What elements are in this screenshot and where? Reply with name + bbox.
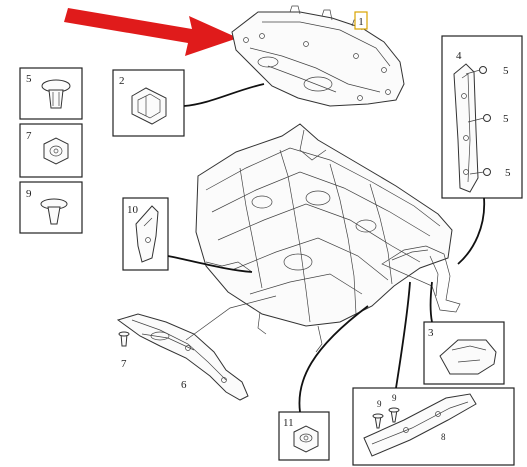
callout-5a: 5 — [503, 65, 509, 77]
clip-nut-icon — [43, 137, 69, 165]
push-pin-icon-9a — [372, 413, 384, 429]
callout-9a: 9 — [377, 399, 382, 409]
box-4-bracket[interactable] — [441, 35, 523, 199]
push-pin-icon — [40, 198, 68, 225]
long-strip-part — [363, 393, 477, 457]
legend-7-label: 7 — [26, 130, 32, 142]
callout-5c: 5 — [505, 167, 511, 179]
red-indicator-arrow — [64, 8, 238, 56]
callout-9b: 9 — [392, 393, 397, 403]
callout-5b: 5 — [503, 113, 509, 125]
vertical-bracket-part — [453, 63, 479, 193]
arrow-icon — [64, 8, 238, 56]
leader-11 — [298, 305, 369, 413]
clip-icon-7 — [118, 331, 130, 347]
front-end-carrier-frame — [195, 123, 461, 353]
callout-2: 2 — [119, 75, 125, 87]
callout-3: 3 — [428, 327, 434, 339]
legend-9-label: 9 — [26, 188, 32, 200]
fastener-icon-4a — [465, 66, 487, 75]
callout-box-1 — [354, 11, 368, 30]
leader-10 — [167, 255, 253, 273]
leader-2 — [183, 83, 265, 107]
legend-5-label: 5 — [26, 73, 32, 85]
push-pin-icon-9b — [388, 407, 400, 423]
leader-4 — [457, 197, 486, 265]
part-1-undertray[interactable] — [231, 5, 405, 107]
part-6-left-panel[interactable] — [116, 313, 249, 401]
leader-3 — [429, 281, 433, 323]
small-bracket-part — [135, 205, 159, 263]
callout-4: 4 — [456, 50, 462, 62]
callout-1: 1 — [358, 16, 364, 28]
leader-8 — [395, 281, 411, 389]
callout-6: 6 — [181, 379, 187, 391]
callout-7: 7 — [121, 358, 127, 370]
cover-part — [439, 339, 497, 375]
push-rivet-icon — [41, 79, 71, 109]
callout-11: 11 — [283, 417, 294, 429]
leader-6 — [185, 295, 277, 341]
fastener-icon-4c — [469, 168, 491, 176]
fastener-icon-4b — [467, 114, 491, 123]
callout-10: 10 — [127, 204, 139, 216]
nut-icon — [293, 425, 319, 453]
clip-icon — [131, 87, 167, 125]
callout-8: 8 — [441, 432, 446, 442]
